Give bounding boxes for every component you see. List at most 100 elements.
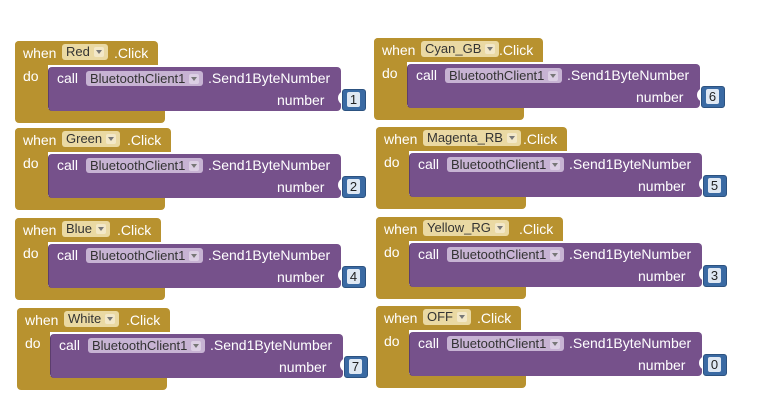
- number-param-label: number: [638, 268, 686, 284]
- number-value[interactable]: 5: [708, 178, 721, 193]
- dropdown-arrow-icon[interactable]: [550, 339, 561, 349]
- click-event-label: .Click: [499, 42, 534, 58]
- number-block[interactable]: 0: [703, 354, 727, 376]
- dropdown-arrow-icon[interactable]: [189, 74, 200, 84]
- number-value[interactable]: 1: [347, 92, 360, 107]
- method-label: .Send1ByteNumber: [569, 335, 692, 351]
- when-label: when: [25, 312, 59, 328]
- event-footer: [15, 286, 165, 300]
- dropdown-arrow-icon[interactable]: [506, 133, 517, 143]
- bluetooth-component-dropdown[interactable]: BluetoothClient1: [445, 68, 563, 83]
- method-label: .Send1ByteNumber: [567, 67, 690, 83]
- click-event-label: .Click: [127, 132, 162, 148]
- component-dropdown[interactable]: White: [64, 311, 120, 327]
- number-block[interactable]: 7: [344, 356, 368, 378]
- call-label: call: [57, 247, 79, 263]
- dropdown-arrow-icon[interactable]: [548, 71, 559, 81]
- dropdown-arrow-icon[interactable]: [189, 251, 200, 261]
- event-block-yellow-rg-click[interactable]: when Yellow_RG .Click do call BluetoothC…: [376, 217, 728, 301]
- component-dropdown[interactable]: Magenta_RB: [423, 130, 521, 146]
- bluetooth-component-dropdown[interactable]: BluetoothClient1: [86, 158, 204, 173]
- number-block[interactable]: 4: [342, 266, 366, 288]
- event-block-blue-click[interactable]: when Blue .Click do call BluetoothClient…: [15, 218, 367, 302]
- call-label: call: [418, 246, 440, 262]
- method-label: .Send1ByteNumber: [210, 337, 333, 353]
- event-block-green-click[interactable]: when Green .Click do call BluetoothClien…: [15, 128, 367, 212]
- call-send1bytenumber-block[interactable]: call BluetoothClient1 .Send1ByteNumber n…: [48, 244, 366, 288]
- call-label: call: [418, 156, 440, 172]
- dropdown-arrow-icon[interactable]: [457, 312, 467, 322]
- when-label: when: [384, 221, 418, 237]
- when-label: when: [384, 310, 418, 326]
- bluetooth-component-dropdown[interactable]: BluetoothClient1: [88, 338, 206, 353]
- component-dropdown[interactable]: OFF: [423, 309, 471, 325]
- do-label: do: [23, 68, 39, 84]
- event-body: [376, 306, 409, 386]
- bluetooth-component-name: BluetoothClient1: [90, 71, 186, 86]
- dropdown-arrow-icon[interactable]: [96, 224, 107, 234]
- component-dropdown[interactable]: Cyan_GB: [421, 41, 500, 57]
- event-block-off-click[interactable]: when OFF .Click do call BluetoothClient1…: [376, 306, 728, 390]
- number-value[interactable]: 3: [708, 268, 721, 283]
- component-dropdown[interactable]: Red: [62, 44, 108, 60]
- dropdown-arrow-icon[interactable]: [191, 341, 202, 351]
- call-send1bytenumber-block[interactable]: call BluetoothClient1 .Send1ByteNumber n…: [407, 64, 725, 108]
- event-block-magenta-rb-click[interactable]: when Magenta_RB .Click do call Bluetooth…: [376, 127, 728, 211]
- number-block[interactable]: 5: [703, 175, 727, 197]
- when-label: when: [384, 131, 418, 147]
- number-value[interactable]: 7: [349, 359, 362, 374]
- bluetooth-component-dropdown[interactable]: BluetoothClient1: [86, 248, 204, 263]
- call-send1bytenumber-block[interactable]: call BluetoothClient1 .Send1ByteNumber n…: [48, 67, 366, 111]
- event-body: [15, 218, 48, 298]
- component-dropdown[interactable]: Yellow_RG: [423, 220, 509, 236]
- dropdown-arrow-icon[interactable]: [189, 161, 200, 171]
- method-label: .Send1ByteNumber: [208, 247, 331, 263]
- call-send1bytenumber-block[interactable]: call BluetoothClient1 .Send1ByteNumber n…: [50, 334, 368, 378]
- number-value[interactable]: 2: [347, 179, 360, 194]
- call-send1bytenumber-block[interactable]: call BluetoothClient1 .Send1ByteNumber n…: [409, 243, 727, 287]
- bluetooth-component-dropdown[interactable]: BluetoothClient1: [447, 247, 565, 262]
- dropdown-arrow-icon[interactable]: [93, 47, 104, 57]
- dropdown-arrow-icon[interactable]: [485, 44, 496, 54]
- number-param-label: number: [277, 269, 325, 285]
- event-footer: [15, 196, 165, 210]
- dropdown-arrow-icon[interactable]: [105, 314, 116, 324]
- call-send1bytenumber-block[interactable]: call BluetoothClient1 .Send1ByteNumber n…: [409, 153, 727, 197]
- call-send1bytenumber-block[interactable]: call BluetoothClient1 .Send1ByteNumber n…: [409, 332, 727, 376]
- dropdown-arrow-icon[interactable]: [550, 250, 561, 260]
- dropdown-arrow-icon[interactable]: [494, 223, 505, 233]
- call-label: call: [59, 337, 81, 353]
- click-event-label: .Click: [523, 131, 558, 147]
- call-label: call: [57, 157, 79, 173]
- call-send1bytenumber-block[interactable]: call BluetoothClient1 .Send1ByteNumber n…: [48, 154, 366, 198]
- event-block-white-click[interactable]: when White .Click do call BluetoothClien…: [17, 308, 369, 392]
- number-value[interactable]: 6: [706, 89, 719, 104]
- number-value[interactable]: 0: [708, 357, 721, 372]
- number-block[interactable]: 1: [342, 89, 366, 111]
- bluetooth-component-dropdown[interactable]: BluetoothClient1: [86, 71, 204, 86]
- do-label: do: [384, 333, 400, 349]
- number-block[interactable]: 2: [342, 176, 366, 198]
- when-label: when: [23, 132, 57, 148]
- component-name: OFF: [427, 309, 453, 324]
- when-label: when: [382, 42, 416, 58]
- bluetooth-component-dropdown[interactable]: BluetoothClient1: [447, 336, 565, 351]
- bluetooth-component-dropdown[interactable]: BluetoothClient1: [447, 157, 565, 172]
- bluetooth-component-name: BluetoothClient1: [451, 336, 547, 351]
- dropdown-arrow-icon[interactable]: [550, 160, 561, 170]
- number-block[interactable]: 6: [701, 86, 725, 108]
- event-block-cyan-gb-click[interactable]: when Cyan_GB .Click do call BluetoothCli…: [374, 38, 726, 122]
- component-dropdown[interactable]: Green: [62, 131, 121, 147]
- number-value[interactable]: 4: [347, 269, 360, 284]
- component-name: Green: [66, 131, 103, 146]
- component-dropdown[interactable]: Blue: [62, 221, 111, 237]
- event-block-red-click[interactable]: when Red .Click do call BluetoothClient1…: [15, 41, 367, 125]
- number-param-label: number: [277, 179, 325, 195]
- dropdown-arrow-icon[interactable]: [106, 134, 117, 144]
- bluetooth-component-name: BluetoothClient1: [451, 157, 547, 172]
- method-label: .Send1ByteNumber: [569, 156, 692, 172]
- component-name: White: [68, 311, 102, 326]
- number-block[interactable]: 3: [703, 265, 727, 287]
- click-event-label: .Click: [519, 221, 554, 237]
- call-label: call: [416, 67, 438, 83]
